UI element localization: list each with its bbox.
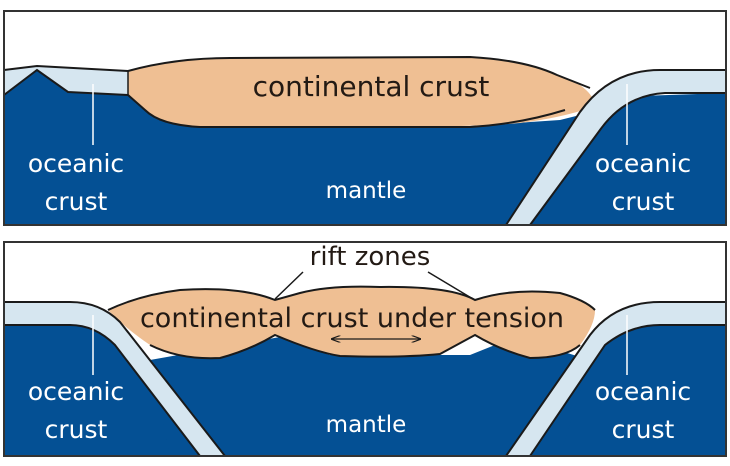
right-slab-top-outline	[505, 301, 726, 457]
panel-before: continental crust mantle oceanic crust o…	[3, 10, 727, 226]
oceanic-crust-right	[506, 302, 726, 456]
label-mantle: mantle	[326, 412, 407, 438]
label-continental-crust-under-tension: continental crust under tension	[140, 303, 564, 334]
continental-crust	[128, 57, 594, 128]
label-rift-zones: rift zones	[310, 242, 431, 272]
mantle-upper	[150, 337, 590, 456]
continent-bottom-outline	[127, 94, 566, 128]
seafloor-left	[3, 64, 129, 72]
continent-top-outline	[127, 55, 591, 89]
label-oceanic-left-line2: crust	[45, 187, 108, 216]
label-oceanic-left-line2: crust	[45, 415, 108, 444]
continent-top-outline	[107, 285, 596, 311]
slab-top-outline	[505, 69, 726, 226]
label-oceanic-right-line1: oceanic	[595, 377, 691, 406]
oceanic-crust-left	[4, 66, 128, 95]
rift-pointer-right	[427, 271, 474, 300]
mantle-boundary-left	[3, 68, 129, 96]
right-slab-bottom-outline	[529, 324, 726, 457]
label-oceanic-right-line1: oceanic	[595, 149, 691, 178]
continent-bottom-outline	[149, 333, 581, 360]
label-oceanic-left-line1: oceanic	[28, 149, 124, 178]
panel-border	[3, 241, 727, 457]
oceanic-crust-left	[4, 302, 225, 456]
oceanic-crust-right	[506, 70, 726, 225]
left-slab-top-outline	[4, 301, 226, 457]
slab-bottom-outline	[529, 92, 726, 226]
label-oceanic-right-line2: crust	[612, 187, 675, 216]
panel-rifting: rift zones continental crust under tensi…	[3, 241, 727, 457]
label-oceanic-right-line2: crust	[612, 415, 675, 444]
label-mantle: mantle	[326, 178, 407, 204]
label-oceanic-left-line1: oceanic	[28, 377, 124, 406]
continental-crust	[108, 286, 595, 359]
panel-border	[3, 10, 727, 226]
label-continental-crust: continental crust	[253, 70, 490, 103]
rift-pointer-left	[274, 271, 304, 300]
